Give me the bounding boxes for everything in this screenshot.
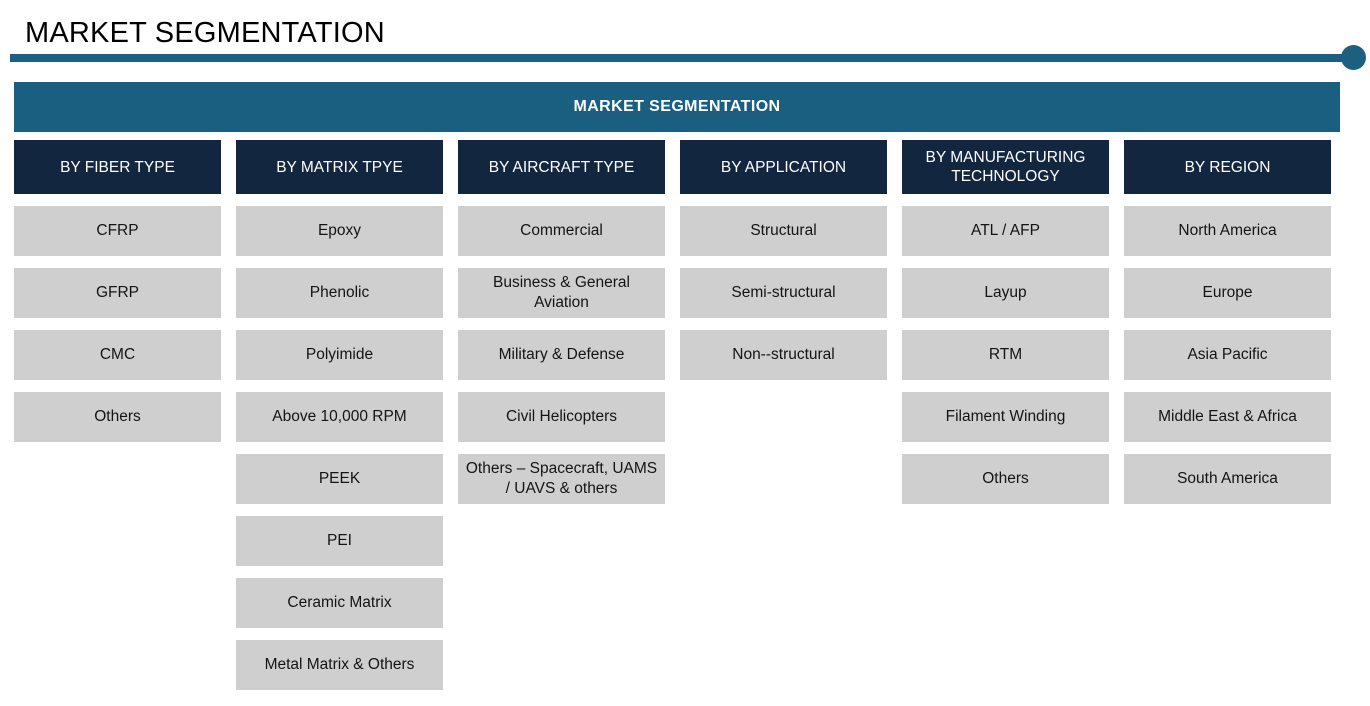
column-header-by-application[interactable]: BY APPLICATION [680,140,887,194]
segment-item[interactable]: GFRP [14,268,221,318]
banner-title: MARKET SEGMENTATION [573,98,781,115]
column-header-by-aircraft-type[interactable]: BY AIRCRAFT TYPE [458,140,665,194]
segment-item[interactable]: Business & General Aviation [458,268,665,318]
segment-item[interactable]: Military & Defense [458,330,665,380]
segment-item[interactable]: Structural [680,206,887,256]
title-divider-rule [10,54,1354,62]
segment-item[interactable]: CMC [14,330,221,380]
segment-item[interactable]: Others [14,392,221,442]
column-header-by-fiber-type[interactable]: BY FIBER TYPE [14,140,221,194]
segment-item[interactable]: Others – Spacecraft, UAMS / UAVS & other… [458,454,665,504]
segment-item[interactable]: Semi-structural [680,268,887,318]
segment-item[interactable]: Others [902,454,1109,504]
column-header-by-manufacturing-technology[interactable]: BY MANUFACTURING TECHNOLOGY [902,140,1109,194]
segment-item[interactable]: PEI [236,516,443,566]
column-header-by-matrix-tpye[interactable]: BY MATRIX TPYE [236,140,443,194]
segment-item[interactable]: Filament Winding [902,392,1109,442]
segmentation-column-by-fiber-type: BY FIBER TYPE CFRP GFRP CMC Others [14,140,221,690]
segment-item[interactable]: RTM [902,330,1109,380]
segment-item[interactable]: South America [1124,454,1331,504]
segmentation-columns: BY FIBER TYPE CFRP GFRP CMC Others BY MATRIX … [14,140,1340,690]
segmentation-column-by-manufacturing-technology: BY MANUFACTURING TECHNOLOGY ATL / AFP Layu… [902,140,1109,690]
segment-item[interactable]: Europe [1124,268,1331,318]
segment-item[interactable]: Polyimide [236,330,443,380]
segment-item[interactable]: Asia Pacific [1124,330,1331,380]
segment-item[interactable]: Middle East & Africa [1124,392,1331,442]
segment-item[interactable]: Ceramic Matrix [236,578,443,628]
segment-item[interactable]: Phenolic [236,268,443,318]
segment-item[interactable]: Non--structural [680,330,887,380]
segment-item[interactable]: CFRP [14,206,221,256]
segment-item[interactable]: Above 10,000 RPM [236,392,443,442]
page-title: MARKET SEGMENTATION [25,17,385,49]
column-header-by-region[interactable]: BY REGION [1124,140,1331,194]
segment-item[interactable]: Epoxy [236,206,443,256]
segment-item[interactable]: Metal Matrix & Others [236,640,443,690]
segment-item[interactable]: Civil Helicopters [458,392,665,442]
segment-item[interactable]: PEEK [236,454,443,504]
segment-item[interactable]: Layup [902,268,1109,318]
segment-item[interactable]: ATL / AFP [902,206,1109,256]
title-divider-end-dot-icon [1341,45,1366,70]
segment-item[interactable]: Commercial [458,206,665,256]
segment-item[interactable]: North America [1124,206,1331,256]
market-segmentation-banner: MARKET SEGMENTATION [14,82,1340,132]
